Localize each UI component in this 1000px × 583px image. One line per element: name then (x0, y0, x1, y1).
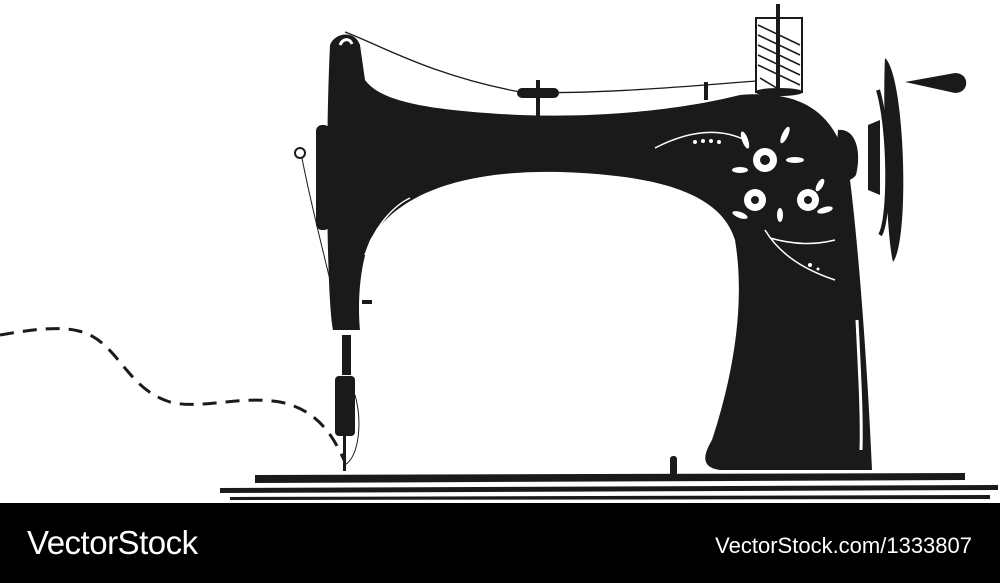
machine-body (327, 34, 872, 471)
watermark-reference: VectorStock.com/1333807 (715, 533, 972, 558)
needle-assembly (294, 125, 372, 471)
machine-base (220, 456, 998, 500)
watermark-brand: VectorStock (27, 524, 198, 561)
stitch-dashed-line (0, 327, 347, 463)
thread-spool (755, 4, 803, 100)
sewing-machine-illustration (0, 4, 998, 500)
watermark-bar: VectorStock VectorStock.com/1333807 (0, 503, 1000, 583)
handwheel (835, 58, 967, 262)
